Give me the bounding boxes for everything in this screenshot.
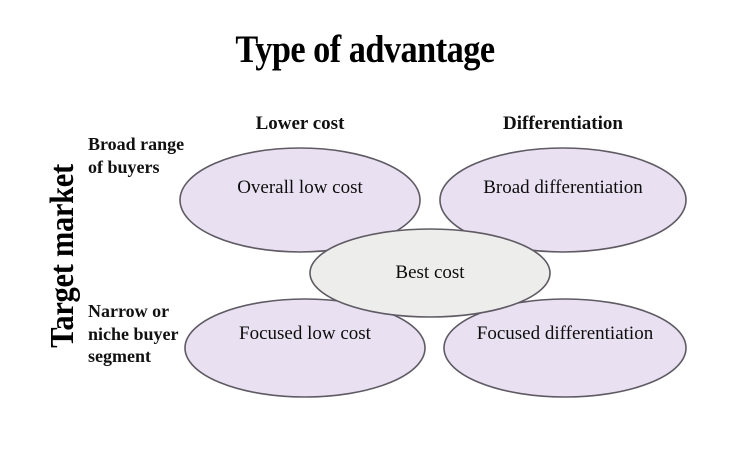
- row-label-narrow-or-niche-buyer-segment: Narrow or niche buyer segment: [88, 301, 179, 366]
- row-label-broad-range-of-buyers: Broad range of buyers: [88, 134, 185, 177]
- page-title: Type of advantage: [235, 28, 495, 71]
- ellipse-best-cost[interactable]: [309, 228, 551, 318]
- ellipse-overall-low-cost[interactable]: [179, 147, 421, 253]
- ellipse-focused-differentiation[interactable]: [443, 298, 687, 398]
- column-header-lower-cost: Lower cost: [255, 113, 345, 134]
- ellipse-focused-low-cost[interactable]: [184, 298, 426, 398]
- ellipse-broad-differentiation[interactable]: [439, 147, 687, 253]
- column-header-differentiation: Differentiation: [503, 113, 623, 134]
